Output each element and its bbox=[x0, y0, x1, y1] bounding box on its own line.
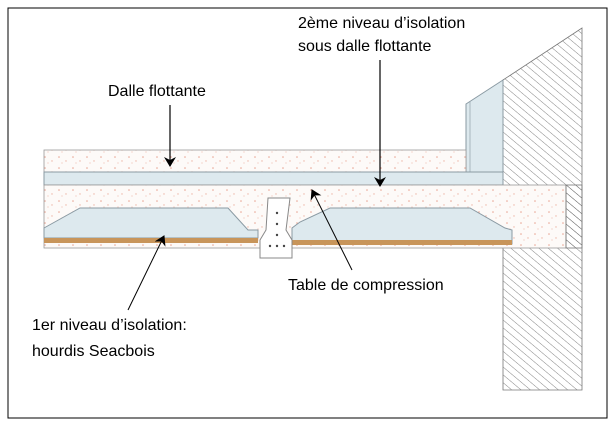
wall-pocket bbox=[565, 184, 583, 249]
prestressed-joist bbox=[259, 197, 293, 259]
hourdis-right bbox=[291, 207, 513, 245]
floating-slab bbox=[43, 149, 467, 173]
arrow-compression-table bbox=[310, 189, 353, 271]
wood-strip-left bbox=[44, 238, 258, 243]
wood-strip-right bbox=[292, 240, 512, 245]
frame-border bbox=[7, 7, 608, 419]
label-floating-slab: Dalle flottante bbox=[108, 83, 206, 100]
label-first-level-line1: 1er niveau d’isolation: bbox=[32, 317, 187, 334]
label-second-level-line2: sous dalle flottante bbox=[298, 38, 432, 55]
second-insulation-layer bbox=[43, 171, 504, 186]
arrow-first-level bbox=[127, 235, 166, 311]
vertical-insulation-strip bbox=[465, 79, 504, 173]
label-compression-table: Table de compression bbox=[288, 277, 444, 294]
label-second-level-line1: 2ème niveau d’isolation bbox=[298, 15, 465, 32]
label-first-level-line2: hourdis Seacbois bbox=[32, 343, 155, 360]
hourdis-left bbox=[43, 207, 259, 239]
